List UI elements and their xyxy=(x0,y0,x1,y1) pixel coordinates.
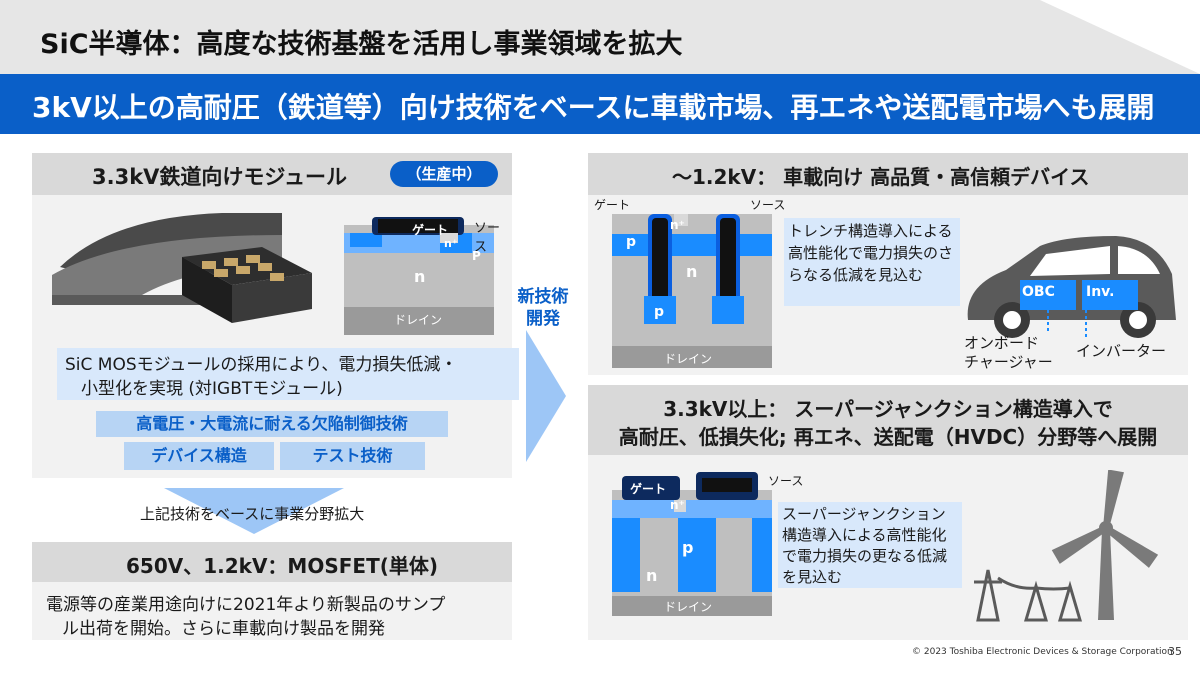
trench-p1-label: p xyxy=(626,234,637,250)
test-tech: テスト技術 xyxy=(280,442,425,470)
sj-source-label: ソース xyxy=(768,474,804,488)
page-title: SiC半導体：高度な技術基盤を活用し事業領域を拡大 xyxy=(40,29,683,60)
n-plus-label: n⁺ xyxy=(444,237,458,250)
super-junction-header xyxy=(588,385,1188,455)
onboard-charger-line2: チャージャー xyxy=(964,353,1053,371)
p-label: P xyxy=(472,249,481,263)
trench-mosfet-diagram xyxy=(612,214,772,368)
new-tech-label: 新技術 開発 xyxy=(516,286,570,330)
automotive-title: 〜1.2kV： 車載向け 高品質・高信頼デバイス xyxy=(672,165,1090,189)
page-number: 35 xyxy=(1168,645,1182,658)
inv-text: Inv. xyxy=(1086,284,1115,300)
title-band xyxy=(0,0,1200,74)
n-label: n xyxy=(414,267,426,286)
train-body-icon xyxy=(52,235,282,295)
defect-control-tech: 高電圧・大電流に耐える欠陥制御技術 xyxy=(96,411,448,437)
sj-gate-label: ゲート xyxy=(630,482,667,496)
railway-desc-line1: SiC MOSモジュールの採用により、電力損失低減・ xyxy=(65,355,458,375)
train-and-module-illustration xyxy=(52,213,494,335)
source-label: ソース xyxy=(474,221,501,255)
sj-n-plus-label: n⁺ xyxy=(670,498,685,512)
trench-p2-label: p xyxy=(654,304,665,320)
trench-n-label: n xyxy=(686,262,698,281)
inverter-box xyxy=(1082,280,1138,310)
super-junction-description: スーパージャンクション構造導入による高性能化で電力損失の更なる低減を見込む xyxy=(778,502,962,588)
expand-text: 上記技術をベースに事業分野拡大 xyxy=(140,505,365,523)
railway-desc-line2: 小型化を実現 (対IGBTモジュール) xyxy=(81,379,343,399)
sj-p-label: p xyxy=(682,538,694,557)
planar-mosfet-diagram xyxy=(344,217,494,335)
new-tech-line1: 新技術 xyxy=(517,287,569,307)
onboard-charger-line1: オンボード xyxy=(964,334,1040,352)
right-arrow-icon xyxy=(526,330,566,462)
trench-n-plus-label: n⁺ xyxy=(670,218,685,232)
super-junction-diagram xyxy=(612,472,772,616)
trench-description: トレンチ構造導入による高性能化で電力損失のさらなる低減を見込む xyxy=(784,218,960,306)
mosfet-header xyxy=(32,542,512,582)
sj-drain-label: ドレイン xyxy=(664,600,713,614)
wind-turbine-and-pylon-icon xyxy=(974,470,1159,622)
page-subtitle: 3kV以上の高耐圧（鉄道等）向け技術をベースに車載市場、再エネや送配電市場へも展… xyxy=(32,91,1155,124)
railway-description: SiC MOSモジュールの採用により、電力損失低減・ 小型化を実現 (対IGBT… xyxy=(57,348,519,400)
super-junction-title-1: 3.3kV以上： スーパージャンクション構造導入で xyxy=(663,397,1113,421)
power-pylon-icon xyxy=(974,569,1083,622)
onboard-charger-label: オンボード チャージャー xyxy=(964,334,1053,372)
title-decoration xyxy=(1040,0,1200,74)
gate-label: ゲート xyxy=(412,223,449,237)
inverter-label: インバーター xyxy=(1076,342,1167,360)
new-tech-line2: 開発 xyxy=(526,309,560,329)
super-junction-title-2: 高耐圧、低損失化; 再エネ、送配電（HVDC）分野等へ展開 xyxy=(618,425,1158,449)
drain-label: ドレイン xyxy=(394,313,443,327)
in-production-badge: （生産中） xyxy=(390,161,498,187)
module-icon xyxy=(182,247,312,323)
car-icon xyxy=(967,236,1176,338)
obc-box xyxy=(1020,280,1076,310)
mosfet-panel: 650V、1.2kV：MOSFET(単体) 電源等の産業用途向けに2021年より… xyxy=(32,542,512,640)
mosfet-title: 650V、1.2kV：MOSFET(単体) xyxy=(126,554,438,578)
sj-n-label: n xyxy=(646,566,658,585)
copyright: © 2023 Toshiba Electronic Devices & Stor… xyxy=(912,647,1173,657)
down-arrow-icon xyxy=(164,488,344,534)
automotive-header xyxy=(588,153,1188,195)
subtitle-band: 3kV以上の高耐圧（鉄道等）向け技術をベースに車載市場、再エネや送配電市場へも展… xyxy=(0,74,1200,134)
railway-module-panel: 3.3kV鉄道向けモジュール （生産中） xyxy=(32,153,519,478)
railway-module-title: 3.3kV鉄道向けモジュール xyxy=(92,165,347,189)
trench-gate-label: ゲート xyxy=(594,198,631,212)
obc-text: OBC xyxy=(1022,284,1055,300)
trench-source-label: ソース xyxy=(750,198,786,212)
mosfet-line1: 電源等の産業用途向けに2021年より新製品のサンプ xyxy=(46,595,446,615)
device-structure-tech: デバイス構造 xyxy=(124,442,274,470)
trench-drain-label: ドレイン xyxy=(664,352,713,366)
mosfet-line2: ル出荷を開始。さらに車載向け製品を開発 xyxy=(62,619,385,639)
wind-turbine-icon xyxy=(1051,470,1159,620)
